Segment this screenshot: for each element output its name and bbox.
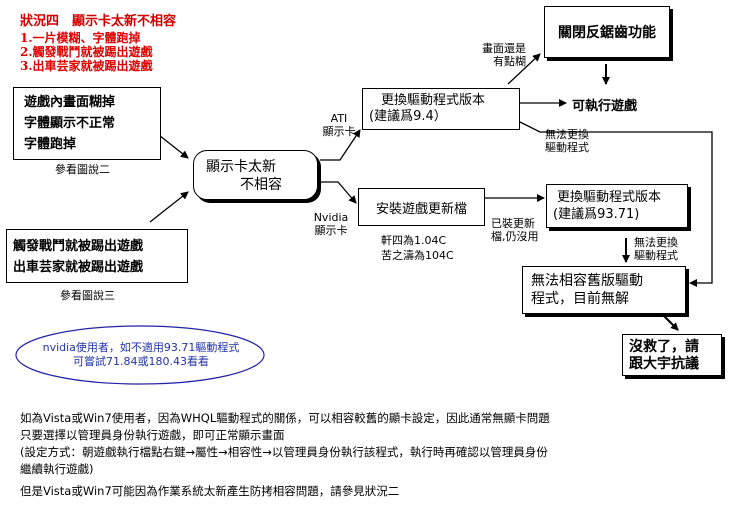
update-driver-ati-box: 更換驅動程式版本 (建議爲9.4）	[362, 88, 520, 130]
nvidia-tip-line-1: nvidia使用者，如不適用93.71驅動程式	[42, 341, 240, 354]
give-up-line-1: 沒救了，請	[629, 339, 699, 355]
symptom-item-1: 1.一片模糊、字體跑掉	[20, 31, 141, 45]
ati-sub: 顯示卡	[322, 125, 356, 138]
nvidia-brand: Nvidia	[313, 211, 349, 224]
symptom-box-kick: 觸發戰鬥就被踢出遊戲 出車芸家就被踢出遊戲	[6, 229, 188, 283]
disable-aa-text: 關閉反鋸齒功能	[558, 25, 656, 41]
diagram-title: 狀況四 顯示卡太新不相容	[20, 14, 177, 29]
arrow-ati-to-disable-aa	[507, 53, 541, 85]
footer-line-5: 但是Vista或Win7可能因為作業系統太新產生防拷相容問題，請參見狀況二	[20, 484, 400, 498]
footer-line-4: 繼續執行遊戲)	[20, 462, 94, 476]
install-patch-text: 安裝遊戲更新檔	[375, 201, 467, 217]
update-nvidia-line-1: 更換驅動程式版本	[557, 190, 662, 205]
version-note-line-2: 苦之濤為104C	[381, 249, 454, 262]
nvidia-label: Nvidia 顯示卡	[306, 211, 356, 237]
cant-update-line-1: 無法更換	[545, 128, 589, 141]
no-solution-line-2: 程式，目前無解	[531, 291, 629, 307]
version-note-line-1: 軒四為1.04C	[381, 234, 447, 247]
nvidia-tip-note: nvidia使用者，如不適用93.71驅動程式 可嘗試71.84或180.43看…	[26, 341, 256, 369]
installed-line-1: 已裝更新	[491, 217, 535, 230]
symptom-line: 觸發戰鬥就被踢出遊戲	[13, 239, 144, 254]
disable-antialias-box: 關閉反鋸齒功能	[544, 6, 670, 58]
footer-line-2: 只要選擇以管理員身份執行遊戲，即可正常顯示畫面	[20, 428, 285, 442]
nvidia-tip-line-2: 可嘗試71.84或180.43看看	[73, 355, 209, 368]
install-patch-box: 安裝遊戲更新檔	[358, 188, 485, 226]
footer-line-1: 如為Vista或Win7使用者，因為WHQL驅動程式的關係，可以相容較舊的顯卡設…	[20, 411, 550, 425]
caption-figure-2: 參看圖說二	[55, 163, 110, 176]
footer-notes: 如為Vista或Win7使用者，因為WHQL驅動程式的關係，可以相容較舊的顯卡設…	[20, 410, 740, 500]
arrow-center-to-nvidia	[320, 181, 357, 204]
update-nvidia-line-2: (建議爲93.71)	[553, 207, 640, 222]
cant-update-b-line-2: 驅動程式	[634, 249, 678, 262]
arrow-ati-to-no-solution	[519, 121, 713, 287]
arrow-bottom-to-center	[149, 191, 189, 223]
cause-line-2: 不相容	[240, 177, 282, 193]
update-driver-nvidia-box: 更換驅動程式版本 (建議爲93.71)	[546, 184, 688, 228]
symptom-line: 字體顯示不正常	[24, 116, 116, 131]
blurry-line-1: 畫面還是	[482, 42, 526, 55]
update-ati-line-2: (建議爲9.4）	[369, 109, 447, 124]
ati-label: ATI 顯示卡	[322, 112, 356, 138]
arrow-no-solution-to-give-up	[659, 311, 679, 331]
arrow-center-to-ati	[320, 129, 361, 161]
symptom-line: 遊戲內畫面糊掉	[24, 95, 116, 110]
symptom-line: 字體跑掉	[24, 137, 77, 152]
cant-update-line-2: 驅動程式	[545, 141, 589, 154]
symptom-list: 1.一片模糊、字體跑掉 2.觸發戰鬥就被踢出遊戲 3.出車芸家就被踢出遊戲	[20, 31, 153, 73]
playable-result: 可執行遊戲	[572, 99, 638, 114]
installed-line-2: 檔,仍沒用	[491, 230, 539, 243]
give-up-box: 沒救了，請 跟大宇抗議	[622, 334, 722, 376]
cant-update-b-line-1: 無法更換	[634, 236, 678, 249]
no-solution-line-1: 無法相容舊版驅動	[531, 273, 643, 289]
symptom-box-display: 遊戲內畫面糊掉 字體顯示不正常 字體跑掉	[13, 87, 161, 160]
cause-box-gpu-too-new: 顯示卡太新 不相容	[193, 150, 318, 200]
patch-version-note: 軒四為1.04C 苦之濤為104C	[381, 233, 454, 263]
patch-failed-label: 已裝更新 檔,仍沒用	[491, 217, 539, 243]
blurry-line-2: 有點糊	[493, 55, 526, 68]
tip-ellipse	[15, 325, 265, 385]
caption-figure-3: 參看圖說三	[60, 289, 115, 302]
still-blurry-label: 畫面還是 有點糊	[470, 42, 526, 68]
footer-line-3: (設定方式：朝遊戲執行檔點右鍵→屬性→相容性→以管理員身份執行該程式，執行時再確…	[20, 445, 548, 459]
symptom-item-3: 3.出車芸家就被踢出遊戲	[20, 59, 153, 73]
give-up-line-2: 跟大宇抗議	[629, 356, 699, 372]
cannot-update-driver-label-nvidia: 無法更換 驅動程式	[634, 236, 678, 262]
cannot-update-driver-label-ati: 無法更換 驅動程式	[545, 128, 589, 154]
ati-brand: ATI	[330, 112, 348, 125]
update-ati-line-1: 更換驅動程式版本	[381, 93, 486, 108]
no-solution-box: 無法相容舊版驅動 程式，目前無解	[522, 266, 686, 314]
symptom-line: 出車芸家就被踢出遊戲	[13, 260, 144, 275]
symptom-item-2: 2.觸發戰鬥就被踢出遊戲	[20, 45, 153, 59]
nvidia-sub: 顯示卡	[314, 224, 348, 237]
cause-line-1: 顯示卡太新	[206, 159, 276, 175]
